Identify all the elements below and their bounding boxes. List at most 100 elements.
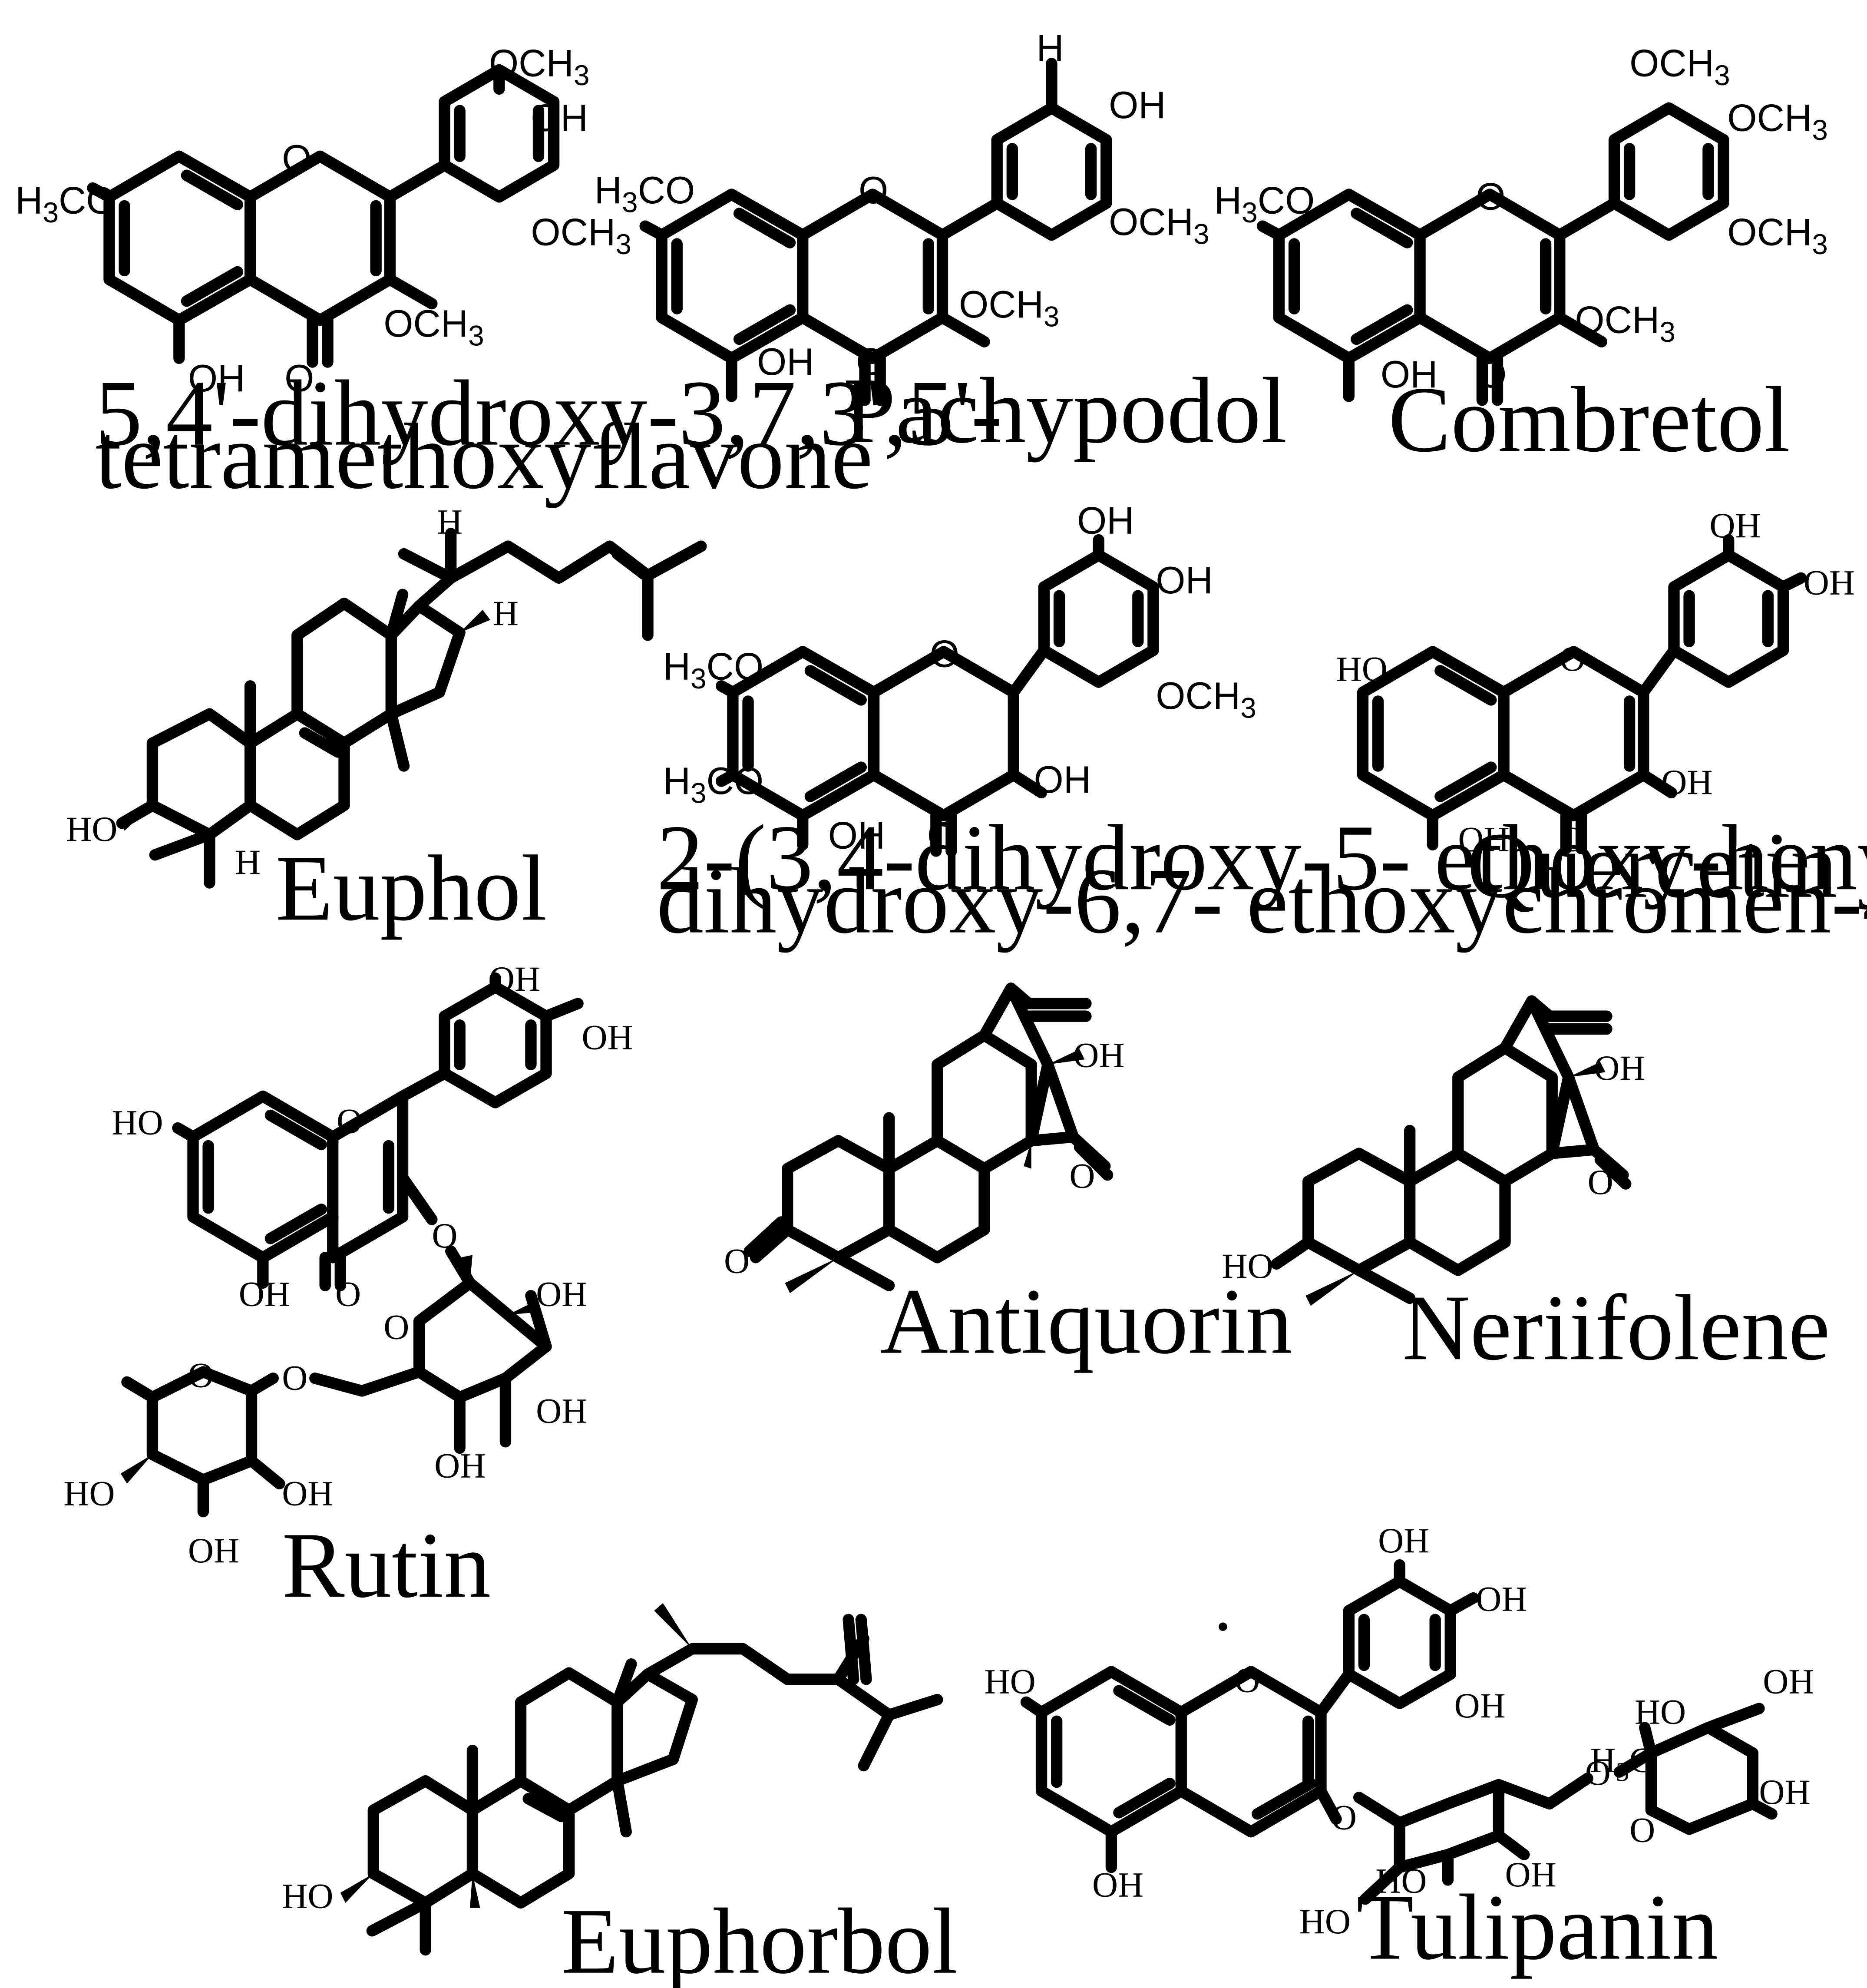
label-3p-oh: OH [489, 959, 540, 999]
label-3-ome: OCH3 [959, 283, 1060, 332]
label-4p-oh: OH [1476, 1579, 1527, 1618]
label-ketone-o: O [1588, 1162, 1613, 1202]
bonds [121, 972, 584, 1518]
compound-name: Quercetin [1467, 813, 1837, 917]
label-glycosidic-o: O [1331, 1797, 1357, 1837]
label-5p-ome: OCH3 [1109, 201, 1209, 250]
bonds [1256, 102, 1729, 406]
compound-name: Neriifolene [1402, 1275, 1830, 1379]
compound-name: 2-(3,4-dihydroxy-5- ethoxy-henyl)-3,5-di… [657, 805, 1867, 953]
label-ring-o: O [1560, 639, 1585, 678]
label-ring-o: O [930, 632, 959, 675]
label-4p-oh: OH [1109, 84, 1166, 126]
label-4p-oh: OH [1156, 559, 1213, 602]
label-carbonyl-o: O [856, 341, 886, 383]
bonds [87, 64, 560, 368]
bonds [1357, 534, 1807, 854]
wedges [785, 1049, 1085, 1293]
label-20-h: H [437, 502, 463, 541]
label-link-o: O [1585, 1753, 1611, 1793]
compound-tetramethoxyflavone: OCH3 OH OCH3 H3CO OCH3 OH O O 5,4'-dihyd… [15, 42, 1002, 509]
label-7-ome: H3CO [595, 169, 695, 218]
compound-antiquorin: OH O O Antiquorin [724, 982, 1292, 1373]
label-carbonyl-o: O [335, 1274, 361, 1313]
atom-labels: H OH OCH3 H3CO OCH3 OH O O [595, 26, 1209, 383]
label-carbonyl-o: O [1477, 353, 1507, 396]
label-rhamnose-methyl: H3C [1590, 1740, 1652, 1787]
label-5p-ome: OCH3 [1727, 211, 1828, 260]
label-radical-dot: • [1217, 1607, 1229, 1647]
atom-labels: OH O O [724, 1035, 1125, 1281]
label-5p-ome: OCH3 [1156, 675, 1256, 724]
label-ring-o: O [1235, 1661, 1260, 1700]
label-rhamnose-oh-b: OH [282, 1474, 333, 1513]
wedges [340, 1603, 692, 1908]
label-7-ome: H3CO [1214, 179, 1315, 228]
label-glucose-oh-a: HO [1299, 1902, 1351, 1941]
label-5p-ome: OCH3 [531, 211, 631, 260]
atom-labels: • OH OH OH HO O OH O HO HO OH O H3C O HO… [984, 1521, 1814, 1941]
label-rhamnose-oh-b: OH [1763, 1661, 1814, 1701]
label-ring-o: O [859, 169, 888, 212]
label-ketone-o: O [1069, 1156, 1095, 1195]
compound-dihydroxy-ethoxychromenone: OH OH OCH3 H3CO H3CO OH OH O O 2-(3,4-di… [657, 499, 1867, 953]
label-7-oh: HO [984, 1661, 1035, 1701]
atom-labels: OCH3 OCH3 OCH3 H3CO OCH3 OH O O [1214, 42, 1828, 396]
label-glucose-oh-b: OH [536, 1391, 587, 1431]
atom-labels: OH OH HO OH OH O O [1336, 506, 1855, 859]
bonds [366, 1614, 943, 1956]
label-5-oh: OH [828, 814, 886, 857]
label-3-ketone-o: O [724, 1241, 750, 1280]
label-4p-oh: OH [531, 96, 588, 139]
label-3-ome: OCH3 [383, 302, 484, 351]
wedges [120, 1255, 539, 1484]
label-3p-oh: OH [1709, 506, 1761, 545]
label-5-oh: OH [1092, 1865, 1143, 1904]
label-glucose-oh-c: OH [434, 1446, 486, 1485]
label-carbonyl-o: O [927, 814, 957, 857]
atom-labels: OH OH HO OH O O O O OH OH OH O O HO OH O… [63, 959, 633, 1570]
compound-name: Rutin [282, 1513, 491, 1617]
label-5-oh: OH [1458, 819, 1509, 859]
bonds [116, 528, 707, 889]
label-rhamnose-oh-c: OH [188, 1531, 239, 1570]
compound-combretol: OCH3 OCH3 OCH3 H3CO OCH3 OH O O Combreto… [1214, 42, 1828, 472]
label-5-oh: OH [239, 1274, 290, 1313]
label-link-o: O [282, 1358, 307, 1397]
label-4p-oh: OH [1804, 563, 1855, 602]
atom-labels: OH OH OCH3 H3CO H3CO OH OH O O [663, 499, 1256, 857]
label-5p-oh: OH [1454, 1686, 1506, 1725]
label-oh: OH [1594, 1048, 1645, 1088]
label-carbonyl-o: O [1560, 819, 1585, 859]
label-ring-o: O [282, 137, 311, 180]
label-7-ome: H3CO [15, 179, 116, 228]
compound-name: Combretol [1388, 367, 1790, 471]
atom-labels: HO [282, 1876, 333, 1916]
label-5-oh: OH [1381, 353, 1438, 396]
compound-name: 5,4'-dihydroxy-3,7,3',5'-tetramethoxyfla… [95, 361, 1002, 508]
label-3-oh: OH [1034, 758, 1091, 801]
compound-name: Euphorbol [562, 1889, 958, 1988]
label-glycosidic-o: O [432, 1216, 457, 1255]
compound-pachypodol: H OH OCH3 H3CO OCH3 OH O O Pachypodol [595, 26, 1287, 462]
label-3-oh: OH [1661, 762, 1712, 802]
label-rhamnose-ring-o: O [188, 1356, 214, 1395]
label-7-oh: HO [1336, 649, 1388, 689]
label-7-oh: HO [112, 1103, 163, 1142]
label-7-ome: H3CO [663, 645, 764, 695]
compound-name: Pachypodol [843, 358, 1287, 463]
label-6-ome: H3CO [663, 760, 764, 809]
wedges [122, 609, 490, 831]
label-glucose-ring-o: O [383, 1307, 409, 1346]
label-5-oh: OH [757, 341, 814, 383]
label-3p-oh: OH [1378, 1521, 1429, 1560]
label-ring-o: O [337, 1102, 362, 1141]
bonds [1020, 1559, 1778, 1905]
compound-quercetin: OH OH HO OH OH O O Quercetin [1336, 506, 1855, 917]
compound-euphol: H H H HO Euphol [66, 502, 707, 940]
compound-neriifolene: OH O HO Neriifolene [1222, 995, 1830, 1379]
label-3-oh: HO [282, 1876, 333, 1916]
compound-euphorbol: HO Euphorbol [282, 1603, 958, 1988]
label-glucose-oh-a: OH [536, 1274, 587, 1313]
